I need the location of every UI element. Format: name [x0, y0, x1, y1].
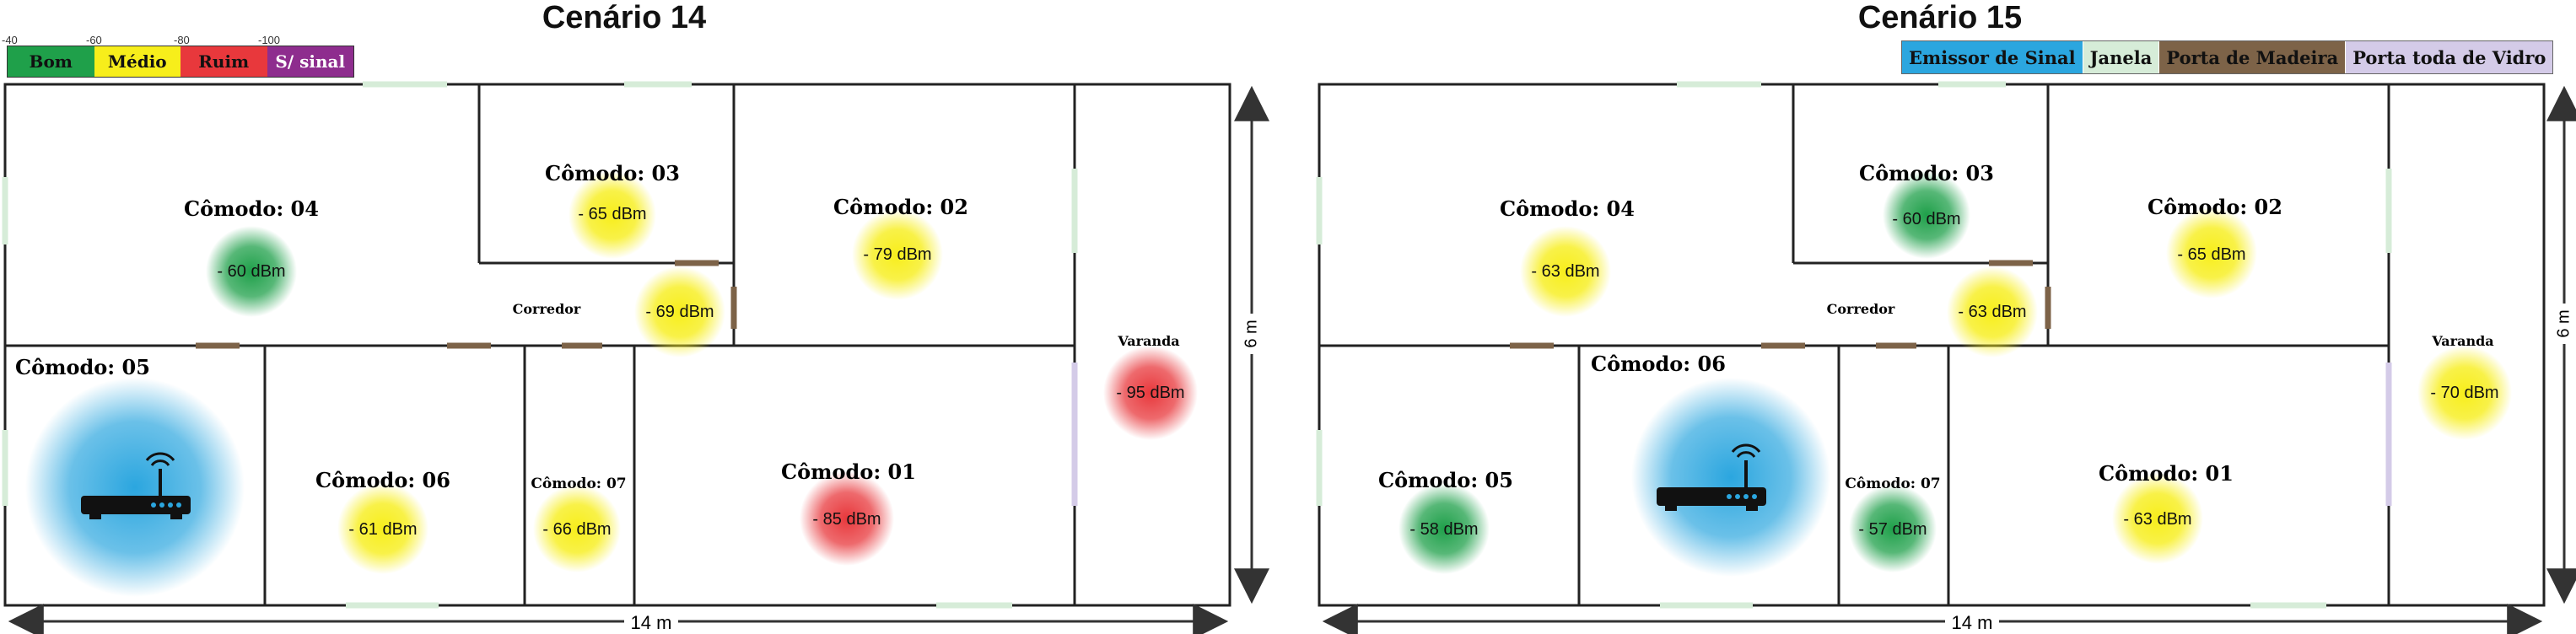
signal-blob-room-07: [533, 485, 621, 572]
windows: [1316, 81, 2392, 609]
scenario-15-title: Cenário 15: [1857, 0, 2023, 35]
height-dimension-label: 6 m: [2554, 309, 2573, 337]
room-label-07: Cômodo: 07: [531, 476, 626, 492]
room-label-veranda: Varanda: [2431, 333, 2493, 349]
room-label-02: Cômodo: 02: [2148, 195, 2282, 219]
room-label-03: Cômodo: 03: [1859, 161, 1994, 185]
room-label-corridor: Corredor: [1827, 301, 1895, 317]
wood-doors: [196, 260, 737, 349]
scale-tick-100: -100: [258, 34, 281, 46]
signal-blob-room-03: [569, 171, 656, 259]
element-legend: Emissor de Sinal Janela Porta de Madeira…: [1901, 40, 2554, 74]
width-dimension-label: 14 m: [631, 612, 672, 633]
signal-blob-room-03: [1883, 171, 1970, 259]
room-signal-01: - 63 dBm: [2123, 510, 2191, 529]
signal-blob-room-02: [852, 209, 943, 300]
signal-blob-veranda: [2417, 346, 2512, 440]
room-label-04: Cômodo: 04: [184, 196, 319, 221]
signal-blob-corridor: [634, 266, 725, 357]
room-signal-02: - 65 dBm: [2177, 245, 2245, 264]
room-label-01: Cômodo: 01: [2099, 461, 2234, 486]
signal-blob-room-07: [1849, 485, 1937, 572]
room-signal-corridor: - 63 dBm: [1958, 303, 2026, 321]
signal-blob-room-01: [2112, 473, 2203, 564]
legend-glass-door: Porta toda de Vidro: [2346, 41, 2553, 73]
signal-blob-veranda: [1103, 346, 1198, 440]
scale-good: Bom: [8, 46, 94, 77]
room-label-01: Cômodo: 01: [781, 459, 916, 484]
signal-scale: Bom Médio Ruim S/ sinal: [7, 46, 354, 78]
legend-router: Emissor de Sinal: [1902, 41, 2083, 73]
room-signal-05: - 58 dBm: [1409, 520, 1478, 539]
router-icon: [1657, 443, 1766, 511]
room-signal-veranda: - 70 dBm: [2430, 384, 2498, 402]
plan-scenario-15: Cômodo: 04 - 63 dBm Cômodo: 03 - 60 dBm …: [1316, 81, 2576, 634]
scale-tick-40: -40: [2, 34, 18, 46]
scenario-14-title: Cenário 14: [542, 0, 707, 35]
width-dimension-label: 14 m: [1952, 612, 1993, 633]
wood-doors: [1510, 260, 2051, 349]
scale-tick-60: -60: [86, 34, 102, 46]
room-signal-03: - 65 dBm: [578, 205, 646, 223]
legend-wood-door: Porta de Madeira: [2159, 41, 2347, 73]
router-icon: [81, 452, 191, 519]
room-signal-02: - 79 dBm: [863, 245, 931, 264]
room-label-corridor: Corredor: [513, 301, 581, 317]
room-label-veranda: Varanda: [1117, 333, 1179, 349]
signal-blob-room-05: [1398, 483, 1490, 574]
room-signal-04: - 60 dBm: [217, 262, 285, 281]
room-label-04: Cômodo: 04: [1500, 196, 1635, 221]
signal-blob-router: [1631, 378, 1830, 577]
signal-blob-room-04: [206, 226, 297, 317]
room-signal-03: - 60 dBm: [1892, 210, 1960, 228]
room-signal-veranda: - 95 dBm: [1116, 384, 1184, 402]
room-signal-01: - 85 dBm: [812, 510, 881, 529]
room-signal-07: - 57 dBm: [1858, 520, 1927, 539]
scale-medium: Médio: [94, 46, 181, 77]
signal-blob-room-01: [800, 471, 894, 566]
room-label-07: Cômodo: 07: [1845, 476, 1940, 492]
plan-scenario-14: Cômodo: 04 - 60 dBm Cômodo: 03 - 65 dBm …: [2, 81, 1269, 634]
room-signal-06: - 61 dBm: [348, 520, 417, 539]
signal-blob-room-04: [1520, 226, 1611, 317]
room-label-02: Cômodo: 02: [833, 195, 968, 219]
legend-window: Janela: [2083, 41, 2160, 73]
scale-tick-80: -80: [174, 34, 190, 46]
room-label-05: Cômodo: 05: [15, 355, 150, 379]
height-dimension-label: 6 m: [1242, 320, 1260, 347]
room-signal-corridor: - 69 dBm: [645, 303, 714, 321]
room-label-06: Cômodo: 06: [1591, 352, 1726, 376]
room-label-03: Cômodo: 03: [545, 161, 680, 185]
room-label-05: Cômodo: 05: [1378, 468, 1513, 492]
signal-blob-corridor: [1947, 266, 2038, 357]
room-label-06: Cômodo: 06: [315, 468, 450, 492]
room-signal-04: - 63 dBm: [1531, 262, 1599, 281]
signal-blob-room-06: [337, 483, 428, 574]
signal-blob-room-02: [2166, 207, 2257, 298]
scale-no-signal: S/ sinal: [267, 46, 353, 77]
room-signal-07: - 66 dBm: [542, 520, 611, 539]
scale-bad: Ruim: [181, 46, 267, 77]
signal-blob-router: [25, 378, 245, 597]
